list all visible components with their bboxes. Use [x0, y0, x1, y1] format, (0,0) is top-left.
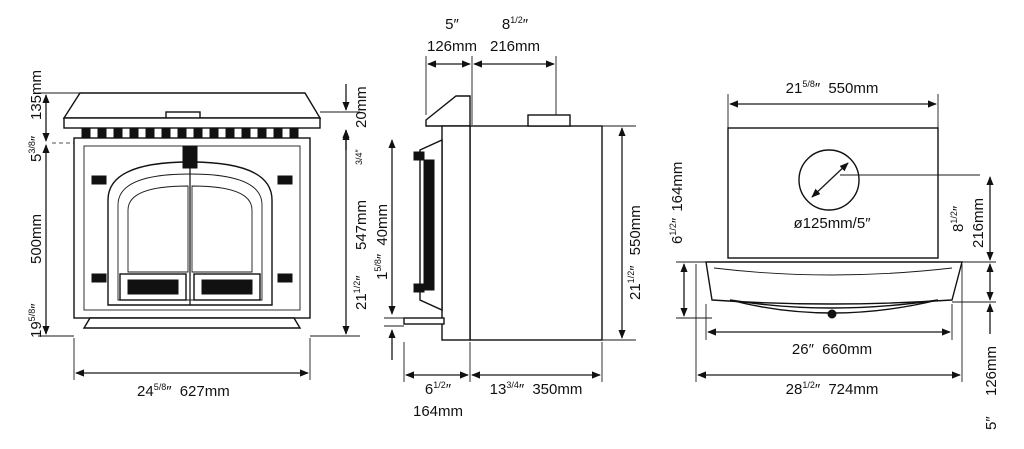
side-door-depth-in: 6 [425, 381, 433, 398]
side-front-offset-mm: 126mm [427, 38, 477, 55]
side-depth-mm: 350mm [532, 381, 582, 398]
side-hearth-height-mm: 40mm [374, 204, 391, 246]
plan-top-width-mm: 550mm [828, 80, 878, 97]
svg-text:215/8″ 550mm: 215/8″ 550mm [786, 79, 879, 97]
svg-text:26″ 660mm: 26″ 660mm [792, 341, 872, 358]
front-body-height-mm: 500mm [28, 214, 45, 264]
plan-flue-label: ø125mm/5″ [794, 215, 872, 232]
door-handle-icon [182, 145, 198, 169]
side-body [469, 125, 603, 341]
plan-view: 215/8″ 550mm ø125mm/5″ 81/2″ 216mm 61/2″… [668, 79, 1000, 430]
side-height-in: 21 [627, 283, 644, 300]
front-width-mm: 627mm [180, 383, 230, 400]
svg-text:15/8″ 40mm: 15/8″ 40mm [373, 204, 391, 280]
front-glass-left [127, 185, 189, 273]
side-hood [425, 95, 471, 127]
plan-flue-depth-mm: 216mm [970, 198, 987, 248]
side-flue-offset-mm: 216mm [490, 38, 540, 55]
front-top-plate [63, 117, 321, 129]
side-view: 5″ 126mm 81/2″ 216mm 15/8″ 40mm [373, 15, 644, 420]
front-plinth [82, 317, 302, 329]
front-total-height-in: 21 [353, 293, 370, 310]
side-front-offset-in: 5″ [445, 16, 459, 33]
plan-body-width-in: 26″ [792, 341, 815, 358]
svg-text:195/8″: 195/8″ [27, 303, 45, 338]
front-total-height-mm: 547mm [353, 200, 370, 250]
plan-rear-depth-in: 5″ [983, 416, 1000, 430]
plan-front-plinth [705, 261, 963, 305]
plan-top-width-in: 21 [786, 80, 803, 97]
flue-outlet-icon [798, 149, 860, 211]
svg-text:61/2″: 61/2″ [425, 380, 452, 398]
side-flue-offset-in: 8 [502, 16, 510, 33]
svg-text:211/2″: 211/2″ [352, 275, 370, 310]
side-height-mm: 550mm [627, 205, 644, 255]
front-top-height-mm: 135mm [28, 70, 45, 120]
svg-text:281/2″ 724mm: 281/2″ 724mm [786, 380, 879, 398]
plan-body-width-mm: 660mm [822, 341, 872, 358]
svg-text:3/4″: 3/4″ [354, 148, 364, 165]
plan-overall-width-in: 28 [786, 381, 803, 398]
front-vent-row [81, 128, 299, 138]
front-top-height-in: 5 [28, 154, 45, 162]
side-hearth [403, 317, 445, 325]
front-flue-collar [165, 111, 201, 119]
svg-text:81/2″: 81/2″ [949, 205, 967, 232]
plan-front-depth-mm: 164mm [669, 162, 686, 212]
front-flue-height-mm: 20mm [353, 86, 370, 128]
svg-text:245/8″ 627mm: 245/8″ 627mm [137, 382, 230, 400]
plan-overall-width-mm: 724mm [828, 381, 878, 398]
svg-text:211/2″ 550mm: 211/2″ 550mm [626, 205, 644, 300]
front-body-height-in: 19 [28, 321, 45, 338]
svg-text:133/4″ 350mm: 133/4″ 350mm [490, 380, 583, 398]
plan-front-depth-in: 6 [669, 236, 686, 244]
side-depth-in: 13 [490, 381, 507, 398]
plan-front-knob [827, 309, 837, 319]
side-door-depth-mm: 164mm [413, 403, 463, 420]
svg-text:61/2″ 164mm: 61/2″ 164mm [668, 162, 686, 244]
front-view: 53/8″ 135mm 195/8″ 500mm 20mm 3/4″ 211/2… [27, 70, 370, 400]
plan-rear-depth-mm: 126mm [983, 346, 1000, 396]
front-width-in: 24 [137, 383, 154, 400]
svg-text:81/2″: 81/2″ [502, 15, 529, 33]
svg-text:53/8″: 53/8″ [27, 135, 45, 162]
side-flue-collar [527, 114, 571, 127]
front-flue-height-in: 3/4 [354, 152, 364, 165]
side-front-panel [441, 125, 471, 341]
side-hearth-height-in: 1 [374, 272, 391, 280]
front-glass-right [191, 185, 253, 273]
plan-flue-depth-in: 8 [950, 224, 967, 232]
